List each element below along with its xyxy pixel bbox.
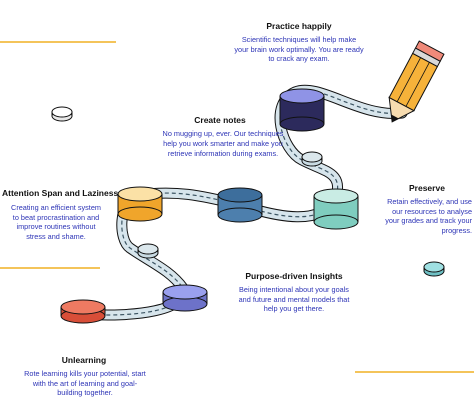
- connector-disc: [301, 151, 323, 167]
- stage-cylinder-preserve: [313, 188, 359, 230]
- stage-desc-practice: Scientific techniques will help make you…: [214, 35, 384, 64]
- stage-desc-purpose: Being intentional about your goals and f…: [216, 285, 372, 314]
- pencil-icon: [388, 40, 445, 123]
- desc-line: your grades and track your: [385, 216, 472, 226]
- stage-cylinder-purpose: [162, 284, 208, 312]
- desc-line: improve routines without: [16, 222, 96, 232]
- desc-line: to beat procrastination and: [12, 212, 100, 222]
- desc-line: stress and shame.: [26, 231, 86, 241]
- stage-title-practice: Practice happily: [266, 21, 332, 31]
- stage-title-purpose: Purpose-driven Insights: [245, 271, 343, 281]
- desc-line: Scientific techniques will help make: [241, 35, 357, 44]
- stage-cylinder-unlearning: [60, 299, 106, 324]
- desc-line: our resources to analyse: [392, 206, 472, 216]
- desc-line: Retain effectively, and use: [387, 197, 472, 206]
- stage-desc-preserve: Retain effectively, and use our resource…: [366, 197, 472, 235]
- stage-desc-create-notes: No mugging up, ever. Our techniques: [162, 129, 284, 138]
- stage-cylinder-create-notes: [217, 187, 263, 223]
- desc-line: Creating an efficient system: [11, 203, 101, 212]
- desc-line: building together.: [57, 388, 113, 398]
- stage-title-preserve: Preserve: [409, 183, 445, 193]
- desc-line: Rote learning kills your potential, star…: [24, 369, 146, 378]
- connector-disc: [51, 106, 73, 122]
- stage-desc-attention: Creating an efficient system to beat pro…: [0, 203, 112, 241]
- desc-line: help you get there.: [263, 304, 325, 314]
- desc-line: and future and mental models that: [238, 294, 350, 304]
- connector-disc: [137, 243, 159, 259]
- stage-cylinder-attention: [117, 186, 163, 222]
- stage-cylinder-practice: [279, 88, 325, 132]
- stage-title-create-notes: Create notes: [194, 115, 246, 125]
- stage-desc-create-notes-2: help you work smarter and make you: [163, 139, 283, 148]
- stage-title-unlearning: Unlearning: [61, 355, 107, 365]
- connector-disc: [423, 261, 445, 277]
- desc-line: Being intentional about your goals: [239, 285, 349, 294]
- stage-desc-unlearning: Rote learning kills your potential, star…: [6, 369, 164, 398]
- desc-line: with the art of learning and goal-: [32, 378, 138, 388]
- desc-line: progress.: [441, 225, 472, 235]
- desc-line: your brain work optimally. You are ready: [234, 44, 364, 54]
- desc-line: to crack any exam.: [268, 54, 330, 64]
- stage-title-attention: Attention Span and Laziness: [2, 188, 119, 198]
- stage-desc-create-notes-3: retrieve information during exams.: [167, 149, 279, 158]
